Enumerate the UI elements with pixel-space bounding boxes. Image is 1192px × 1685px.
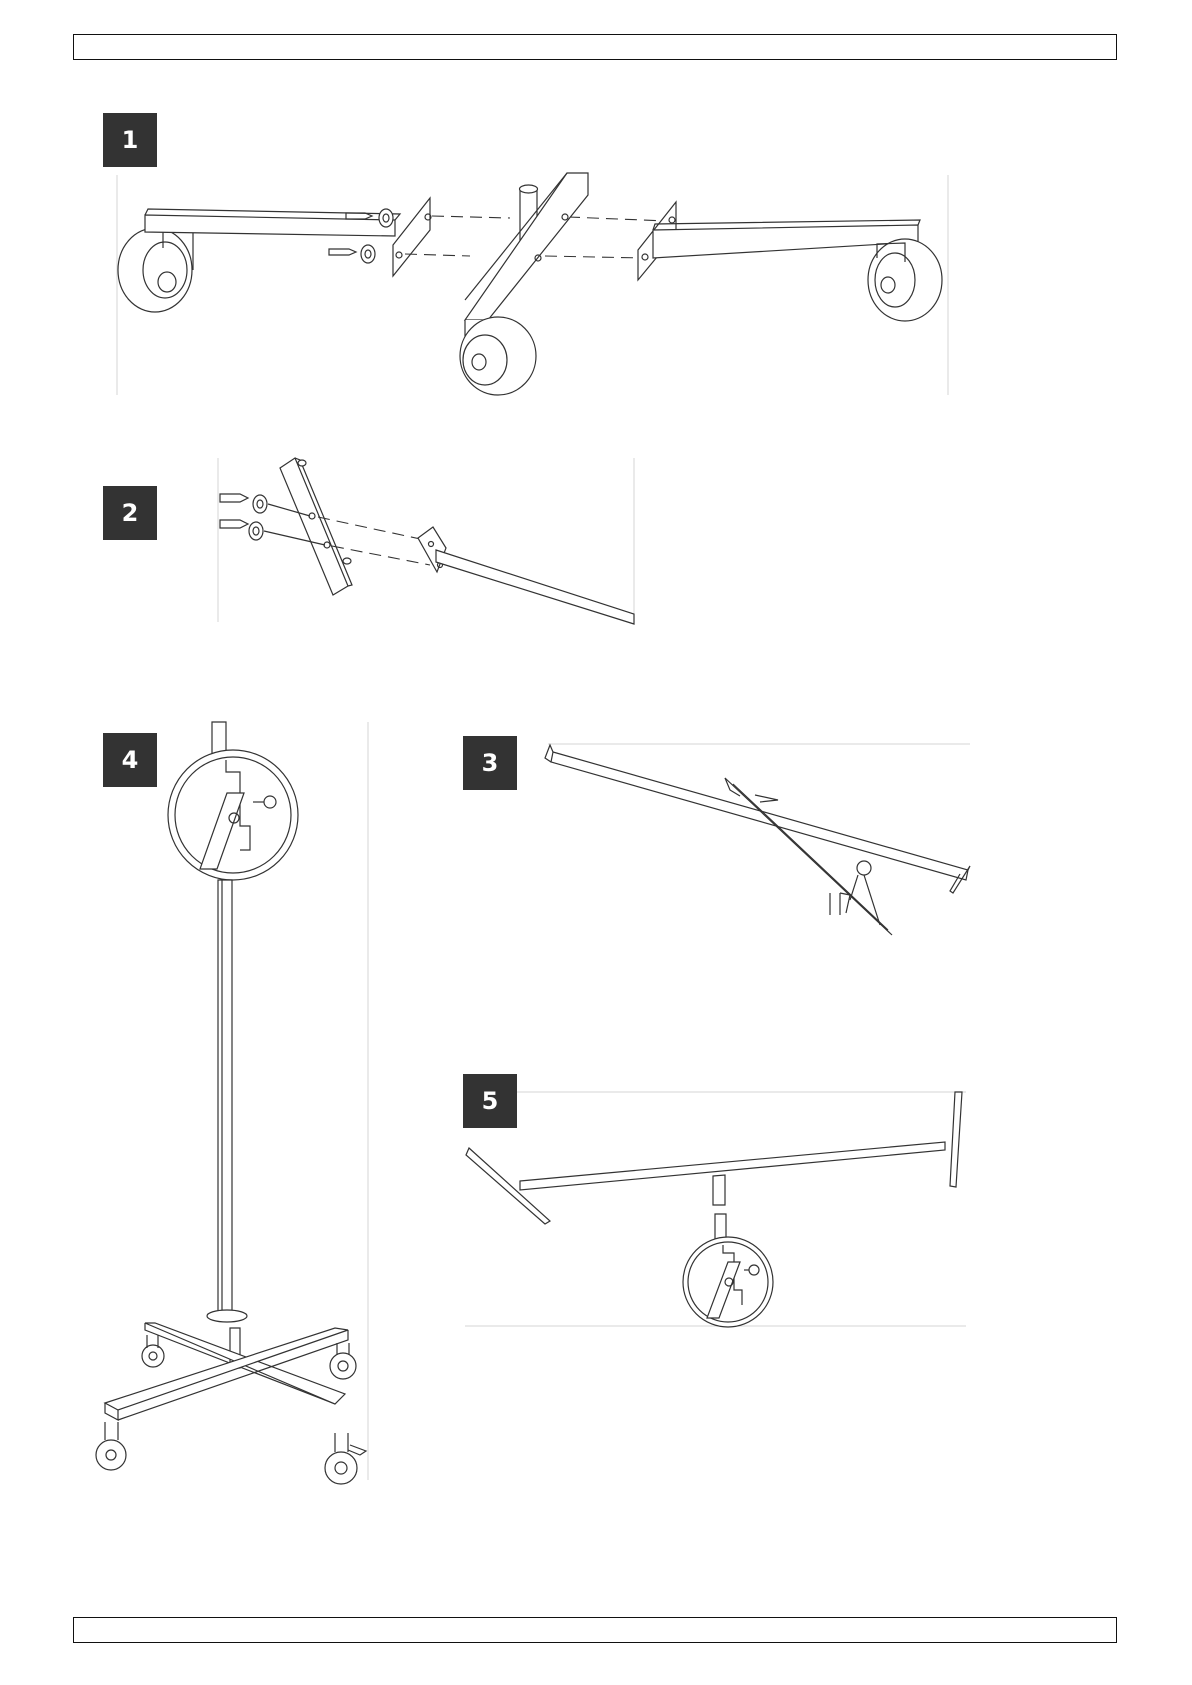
cross-base <box>105 1323 348 1420</box>
crossbar-tube <box>418 527 634 624</box>
wheel-icon <box>868 239 942 321</box>
step-5-illustration <box>460 1085 970 1330</box>
stand-pole <box>218 880 232 1312</box>
step-1-badge: 1 <box>103 113 157 167</box>
clamp-ring <box>168 750 298 880</box>
step-3-illustration <box>540 740 980 940</box>
step-3-badge: 3 <box>463 736 517 790</box>
clamp-assembly <box>725 778 892 935</box>
clamp-ring <box>683 1237 773 1327</box>
wheel-icon <box>118 228 193 312</box>
screw-icon <box>329 245 375 263</box>
caster-wheel-icon <box>96 1422 126 1470</box>
step-2-badge: 2 <box>103 486 157 540</box>
step-4-illustration <box>90 715 380 1485</box>
page-footer-frame <box>73 1617 1117 1643</box>
page-header-frame <box>73 34 1117 60</box>
step-2-illustration <box>210 455 640 630</box>
left-end-plate <box>393 198 430 276</box>
caster-wheel-icon <box>142 1335 164 1367</box>
step-1-illustration <box>110 165 960 405</box>
caster-wheel-icon <box>325 1433 366 1484</box>
screw-icon <box>220 494 267 513</box>
crossbar-tube <box>466 1092 962 1224</box>
wheel-icon <box>460 317 536 395</box>
bracket-plate <box>280 458 352 595</box>
pole-collar <box>207 1310 247 1322</box>
caster-wheel-icon <box>330 1343 356 1379</box>
screw-icon <box>220 520 263 540</box>
crossbar-tube <box>545 745 970 893</box>
